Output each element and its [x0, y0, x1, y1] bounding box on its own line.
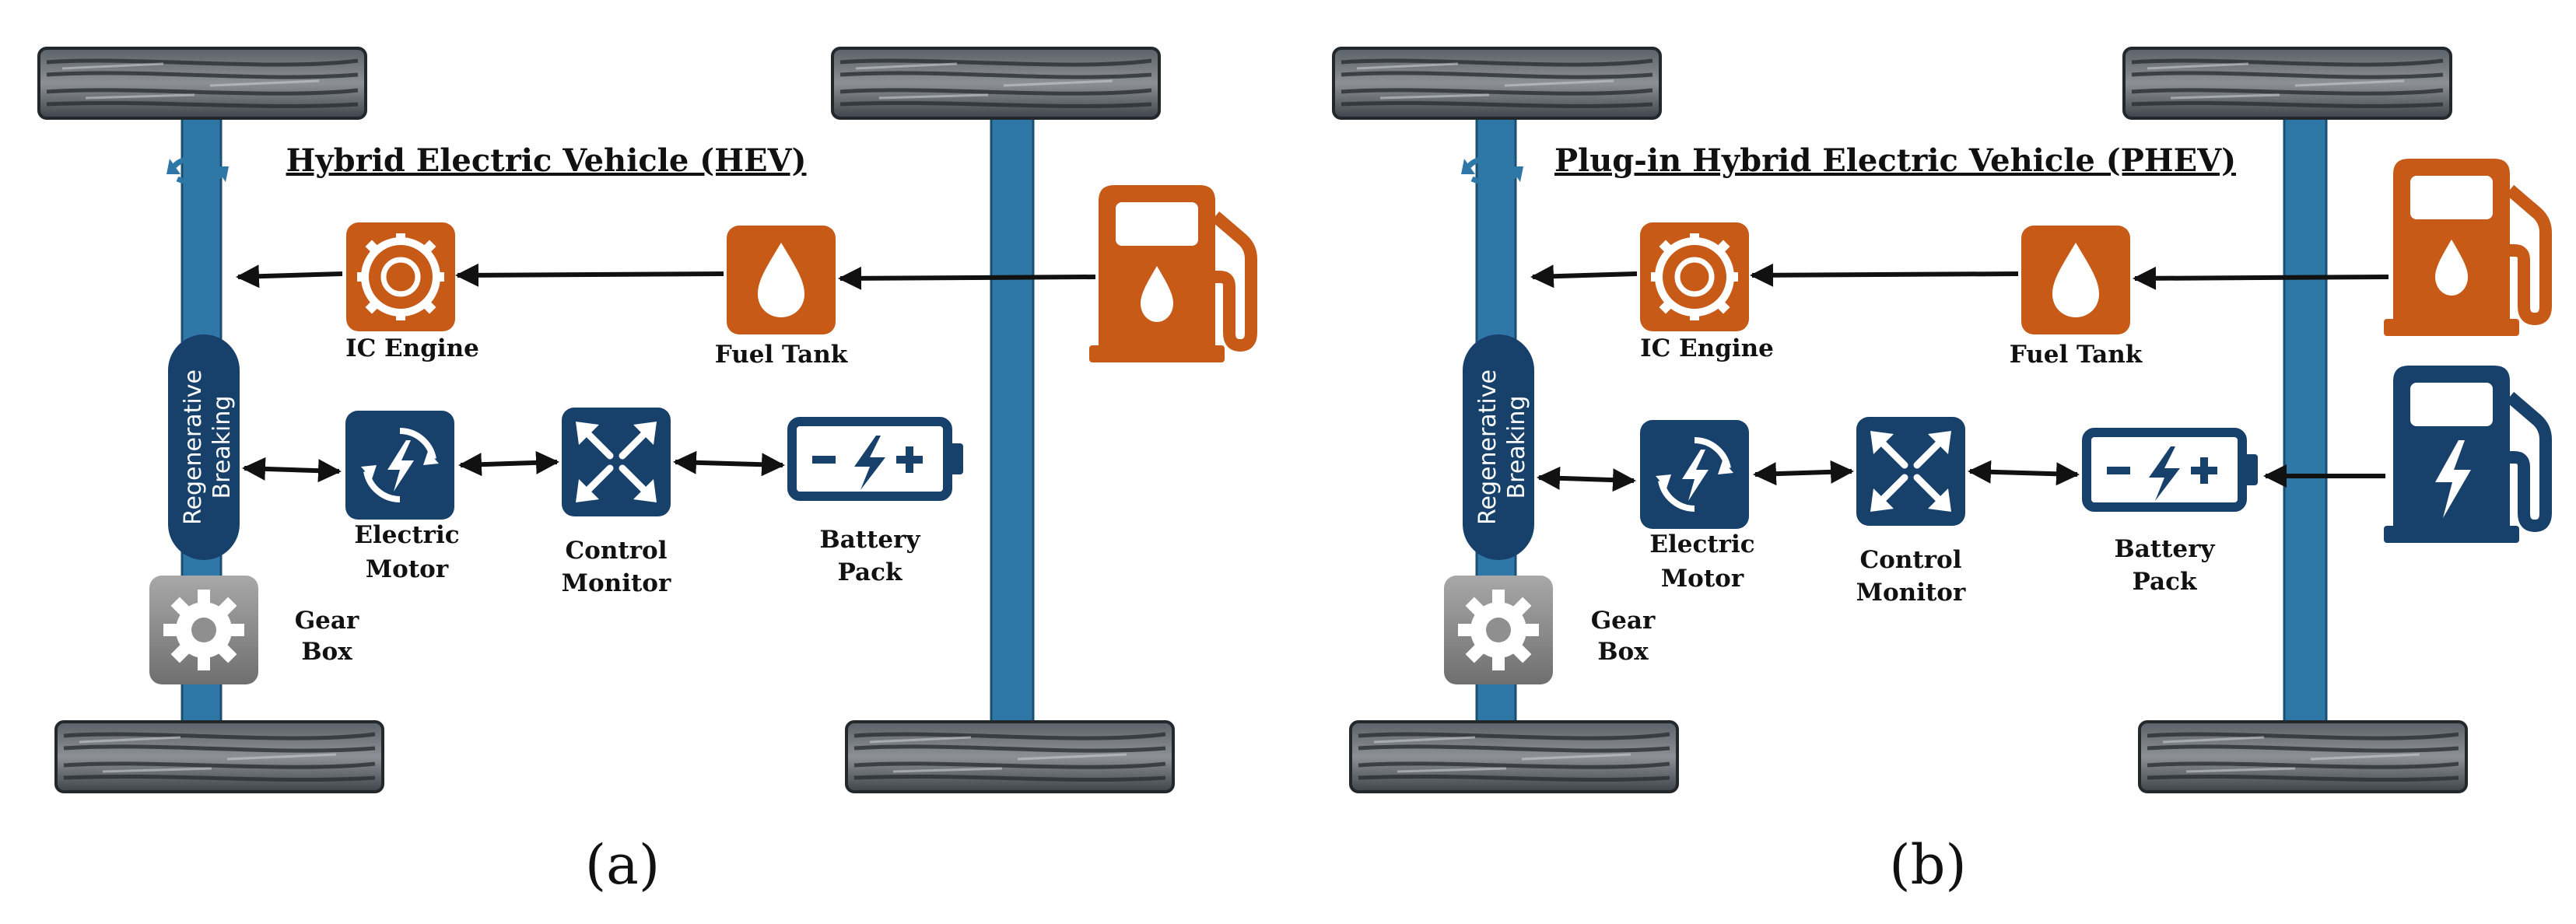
- engine-icon: [346, 222, 455, 331]
- motor-label-line2: Motor: [1661, 565, 1744, 593]
- tire-bottom-right: [846, 722, 1173, 792]
- arrow-engine-to-axle: [1530, 264, 1638, 289]
- charging-station-icon: [2384, 366, 2546, 543]
- battery-label-line1: Battery: [820, 526, 921, 554]
- arrow-battery-control: [1968, 460, 2080, 486]
- regenerative-breaking-block: [1463, 334, 1534, 560]
- control-label-line1: Control: [566, 537, 668, 565]
- motor-label-line1: Electric: [1649, 530, 1754, 558]
- arrow-engine-to-axle: [236, 264, 343, 289]
- battery-label-line1: Battery: [2115, 535, 2216, 563]
- fuel-pump-icon: [1089, 185, 1251, 362]
- control-label-line2: Monitor: [562, 569, 671, 597]
- panel-a: Hybrid Electric Vehicle (HEV) Regenerati…: [39, 48, 1251, 897]
- battery-icon: [792, 422, 963, 496]
- front-axle: [2283, 115, 2328, 725]
- fuel-tank-label: Fuel Tank: [715, 341, 849, 369]
- gearbox-label-line1: Gear: [1591, 607, 1656, 635]
- tire-top-right: [2124, 48, 2451, 118]
- ic-engine-label: IC Engine: [345, 334, 479, 362]
- panel-b: Plug-in Hybrid Electric Vehicle (PHEV) R…: [1334, 48, 2546, 897]
- gear-icon: [149, 576, 258, 684]
- gearbox-label-line1: Gear: [295, 607, 359, 635]
- subcaption: (b): [1889, 833, 1966, 897]
- battery-label-line2: Pack: [838, 558, 903, 586]
- tire-bottom-left: [1351, 722, 1677, 792]
- control-label-line2: Monitor: [1856, 579, 1966, 607]
- control-arrows-icon: [562, 408, 671, 516]
- arrow-tank-to-engine: [455, 263, 724, 287]
- motor-bolt-icon: [1640, 420, 1749, 529]
- tire-bottom-left: [56, 722, 383, 792]
- motor-label-line1: Electric: [354, 521, 459, 549]
- tire-top-right: [832, 48, 1159, 118]
- tire-top-left: [1334, 48, 1660, 118]
- gearbox-label-line2: Box: [301, 638, 352, 666]
- regen-label-line2: Breaking: [1503, 396, 1530, 499]
- regen-label-line2: Breaking: [209, 396, 236, 499]
- fuel-pump-icon: [2384, 159, 2546, 336]
- arrow-tank-to-engine: [1750, 263, 2019, 287]
- control-arrows-icon: [1856, 417, 1965, 526]
- gearbox-label-line2: Box: [1597, 638, 1649, 666]
- battery-label-line2: Pack: [2133, 568, 2198, 596]
- regen-label-line1: Regenerative: [1474, 369, 1502, 525]
- arrow-pump-to-tank: [838, 266, 1096, 290]
- tire-bottom-right: [2140, 722, 2466, 792]
- motor-bolt-icon: [345, 411, 454, 520]
- arrow-control-motor: [1753, 460, 1854, 486]
- gear-icon: [1444, 576, 1553, 684]
- fuel-drop-icon: [727, 226, 836, 334]
- fuel-tank-label: Fuel Tank: [2010, 341, 2143, 369]
- ic-engine-label: IC Engine: [1640, 334, 1774, 362]
- front-axle: [990, 115, 1035, 725]
- arrow-control-motor: [458, 450, 559, 477]
- panel-title: Plug-in Hybrid Electric Vehicle (PHEV): [1554, 142, 2236, 179]
- regen-label-line1: Regenerative: [180, 369, 207, 525]
- panel-title: Hybrid Electric Vehicle (HEV): [286, 142, 807, 179]
- subcaption: (a): [585, 833, 660, 897]
- fuel-drop-icon: [2021, 226, 2130, 334]
- arrow-motor-axle: [1537, 466, 1636, 492]
- arrow-motor-axle: [242, 457, 342, 483]
- tire-top-left: [39, 48, 366, 118]
- battery-icon: [2087, 432, 2258, 507]
- regenerative-breaking-block: [168, 334, 240, 560]
- arrow-pump-to-tank: [2133, 266, 2389, 290]
- arrow-battery-control: [673, 450, 785, 477]
- motor-label-line2: Motor: [366, 555, 449, 583]
- control-label-line1: Control: [1860, 546, 1962, 574]
- engine-icon: [1640, 222, 1749, 331]
